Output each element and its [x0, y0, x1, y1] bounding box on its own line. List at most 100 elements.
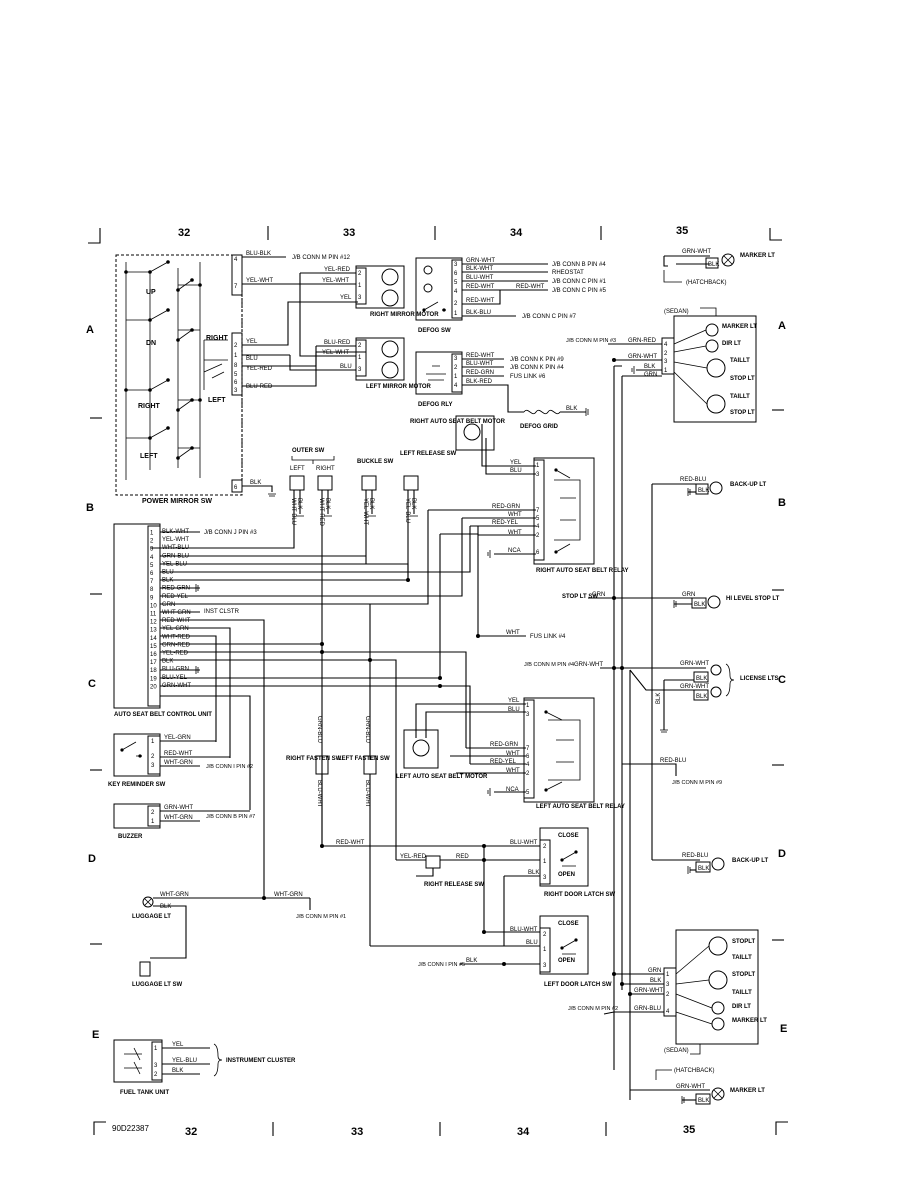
rear-bot-dir: DIR LT — [732, 1004, 751, 1010]
llatch-wire-blu-wht: BLU-WHT — [510, 927, 538, 933]
marker-bot-wire-blk: BLK — [698, 1098, 709, 1104]
control-unit-title: AUTO SEAT BELT CONTROL UNIT — [114, 712, 212, 718]
key-pin-3: 3 — [151, 763, 155, 769]
fus4-wire: WHT — [506, 630, 520, 636]
release-wire: YEL-BLU — [404, 498, 410, 523]
cu-wire-15: GRN-RED — [162, 642, 191, 648]
wire-yel-wht: YEL-WHT — [246, 278, 273, 284]
outer-left-label: LEFT — [290, 466, 305, 472]
luggage-sw-title: LUGGAGE LT SW — [132, 982, 183, 988]
rear-bot-marker: MARKER LT — [732, 1018, 767, 1024]
mirror-pin-3: 3 — [234, 388, 238, 394]
left-relay-title: LEFT AUTO SEAT BELT RELAY — [536, 804, 625, 810]
defog-pin-4: 4 — [454, 289, 458, 295]
backup-bot-wire-blk: BLK — [698, 866, 709, 872]
col-33-bottom: 33 — [351, 1126, 363, 1138]
cu-wire-10: GRN — [162, 602, 175, 608]
cu-ref-jb-j3: J/B CONN J PIN #3 — [204, 530, 257, 536]
col-33: 33 — [343, 227, 355, 239]
outer-switches: OUTER SW LEFT RIGHT BUCKLE SW LEFT RELEA… — [150, 448, 457, 580]
rly-pin-3: 3 — [454, 356, 458, 362]
left-seat-belt-motor: LEFT AUTO SEAT BELT MOTOR — [396, 703, 526, 780]
fuel-pin-3: 3 — [154, 1063, 158, 1069]
fuel-ref-cluster: INSTRUMENT CLUSTER — [226, 1058, 296, 1064]
defog-grid-title: DEFOG GRID — [520, 424, 559, 430]
rear-bot-pin-2: 2 — [666, 992, 670, 998]
rrelease-wire-red: RED — [456, 854, 469, 860]
cu-wire-7: BLK — [162, 578, 173, 584]
rear-top-variant: (SEDAN) — [664, 309, 689, 315]
cu-pin-15: 15 — [150, 644, 157, 650]
rear-bot-stop: STOPLT — [732, 939, 755, 945]
buckle-wire: YEL-WHT — [362, 498, 368, 525]
defog-wire-blk-wht: BLK-WHT — [466, 266, 493, 272]
zone-c-right: C — [778, 674, 786, 686]
mirror-pin-6: 6 — [234, 380, 238, 386]
license-ref-jb-m4: J/B CONN M PIN #4 — [524, 662, 574, 668]
mirror-pin-5: 5 — [234, 372, 238, 378]
rear-top-wire-grn: GRN — [644, 372, 657, 378]
outer-left-gnd: BLK — [296, 498, 302, 509]
fus-link-4: WHT FUS LINK #4 — [476, 526, 566, 640]
lrelay-wire-red-yel: RED-YEL — [490, 759, 517, 765]
backup-ref-jb-m9: J/B CONN M PIN #9 — [672, 780, 722, 786]
rlatch-pin-2: 2 — [543, 844, 547, 850]
rmotor-wire-yel: YEL — [340, 295, 352, 301]
outer-right-gnd: BLK — [324, 498, 330, 509]
defog-relay: 3 2 1 4 RED-WHT J/B CONN K PIN #9 BLU-WH… — [415, 351, 589, 430]
defog-pin-2: 2 — [454, 301, 458, 307]
backup-bot-wire-red-blu: RED-BLU — [682, 853, 708, 859]
rmotor-wire-yel-wht: YEL-WHT — [322, 278, 349, 284]
lrelay-wire-wht-2: WHT — [506, 768, 520, 774]
luggage-light: WHT-GRN WHT-GRN J/B CONN M PIN #1 BLK LU… — [132, 892, 346, 988]
lmotor-pin-3: 3 — [358, 367, 362, 373]
zone-d-left: D — [88, 853, 96, 865]
right-latch-title: RIGHT DOOR LATCH SW — [544, 892, 616, 898]
lmotor-wire-blu: BLU — [340, 364, 352, 370]
cu-pin-17: 17 — [150, 660, 157, 666]
license-wire-grn-wht-3: GRN-WHT — [680, 684, 709, 690]
zone-e-right: E — [780, 1023, 787, 1035]
rrelay-pin-2: 2 — [536, 533, 540, 539]
defog-ref-jb-c7: J/B CONN C PIN #7 — [522, 314, 577, 320]
marker-bot-wire-grn-wht: GRN-WHT — [676, 1084, 705, 1090]
left-fasten-title: LEFT FASTEN SW — [338, 756, 390, 762]
cu-pin-19: 19 — [150, 676, 157, 682]
rrelay-wire-yel: YEL — [510, 460, 522, 466]
stop-sw-label: STOP LT SW — [562, 594, 598, 600]
rmotor-pin-1: 1 — [358, 283, 362, 289]
rrelay-wire-blu: BLU — [510, 468, 522, 474]
mirror-pin-2: 2 — [234, 343, 238, 349]
buzzer-wire-grn-wht: GRN-WHT — [164, 805, 193, 811]
defog-pin-5: 5 — [454, 280, 458, 286]
rly-wire-blk-red: BLK-RED — [466, 379, 493, 385]
llatch-pin-2: 2 — [543, 932, 547, 938]
rear-top-dir: DIR LT — [722, 341, 741, 347]
left-door-latch-switch: CLOSE OPEN 2 1 3 BLU-WHT BLU BLK J/B CON… — [370, 860, 612, 988]
cu-wire-11: WHT-GRN — [162, 610, 191, 616]
defog-ref-rheostat: RHEOSTAT — [552, 270, 584, 276]
rear-bot-variant: (SEDAN) — [664, 1048, 689, 1054]
cu-pin-11: 11 — [150, 612, 157, 618]
wire-blu-red: BLU-RED — [246, 384, 273, 390]
fuel-pin-2: 2 — [154, 1072, 158, 1078]
defog-ref-jb-c1: J/B CONN C PIN #1 — [552, 279, 607, 285]
lmotor-pin-1: 1 — [358, 355, 362, 361]
backup-ref-wire: RED-BLU — [660, 758, 686, 764]
left-seat-belt-relay: 1 3 7 6 4 2 5 YEL BLU RED-GRN WHT RED-YE… — [450, 697, 625, 810]
right-relay-title: RIGHT AUTO SEAT BELT RELAY — [536, 568, 629, 574]
fuel-pin-1: 1 — [154, 1046, 158, 1052]
llatch-pin-3: 3 — [543, 963, 547, 969]
cu-wire-9: RED-YEL — [162, 594, 189, 600]
key-pin-2: 2 — [151, 754, 155, 760]
outer-sw-title: OUTER SW — [292, 448, 325, 454]
defog-wire-red-wht-3: RED-WHT — [466, 298, 495, 304]
rear-bot-pin-1: 1 — [666, 972, 670, 978]
col-32: 32 — [178, 227, 190, 239]
release-gnd: BLK — [410, 498, 416, 509]
rrelay-pin-5: 5 — [536, 516, 540, 522]
right-mirror-motor: 2 1 3 YEL-RED YEL-WHT YEL RIGHT MIRROR M… — [299, 265, 439, 318]
lrelay-wire-nca: NCA — [506, 787, 519, 793]
rmotor-pin-2: 2 — [358, 271, 362, 277]
